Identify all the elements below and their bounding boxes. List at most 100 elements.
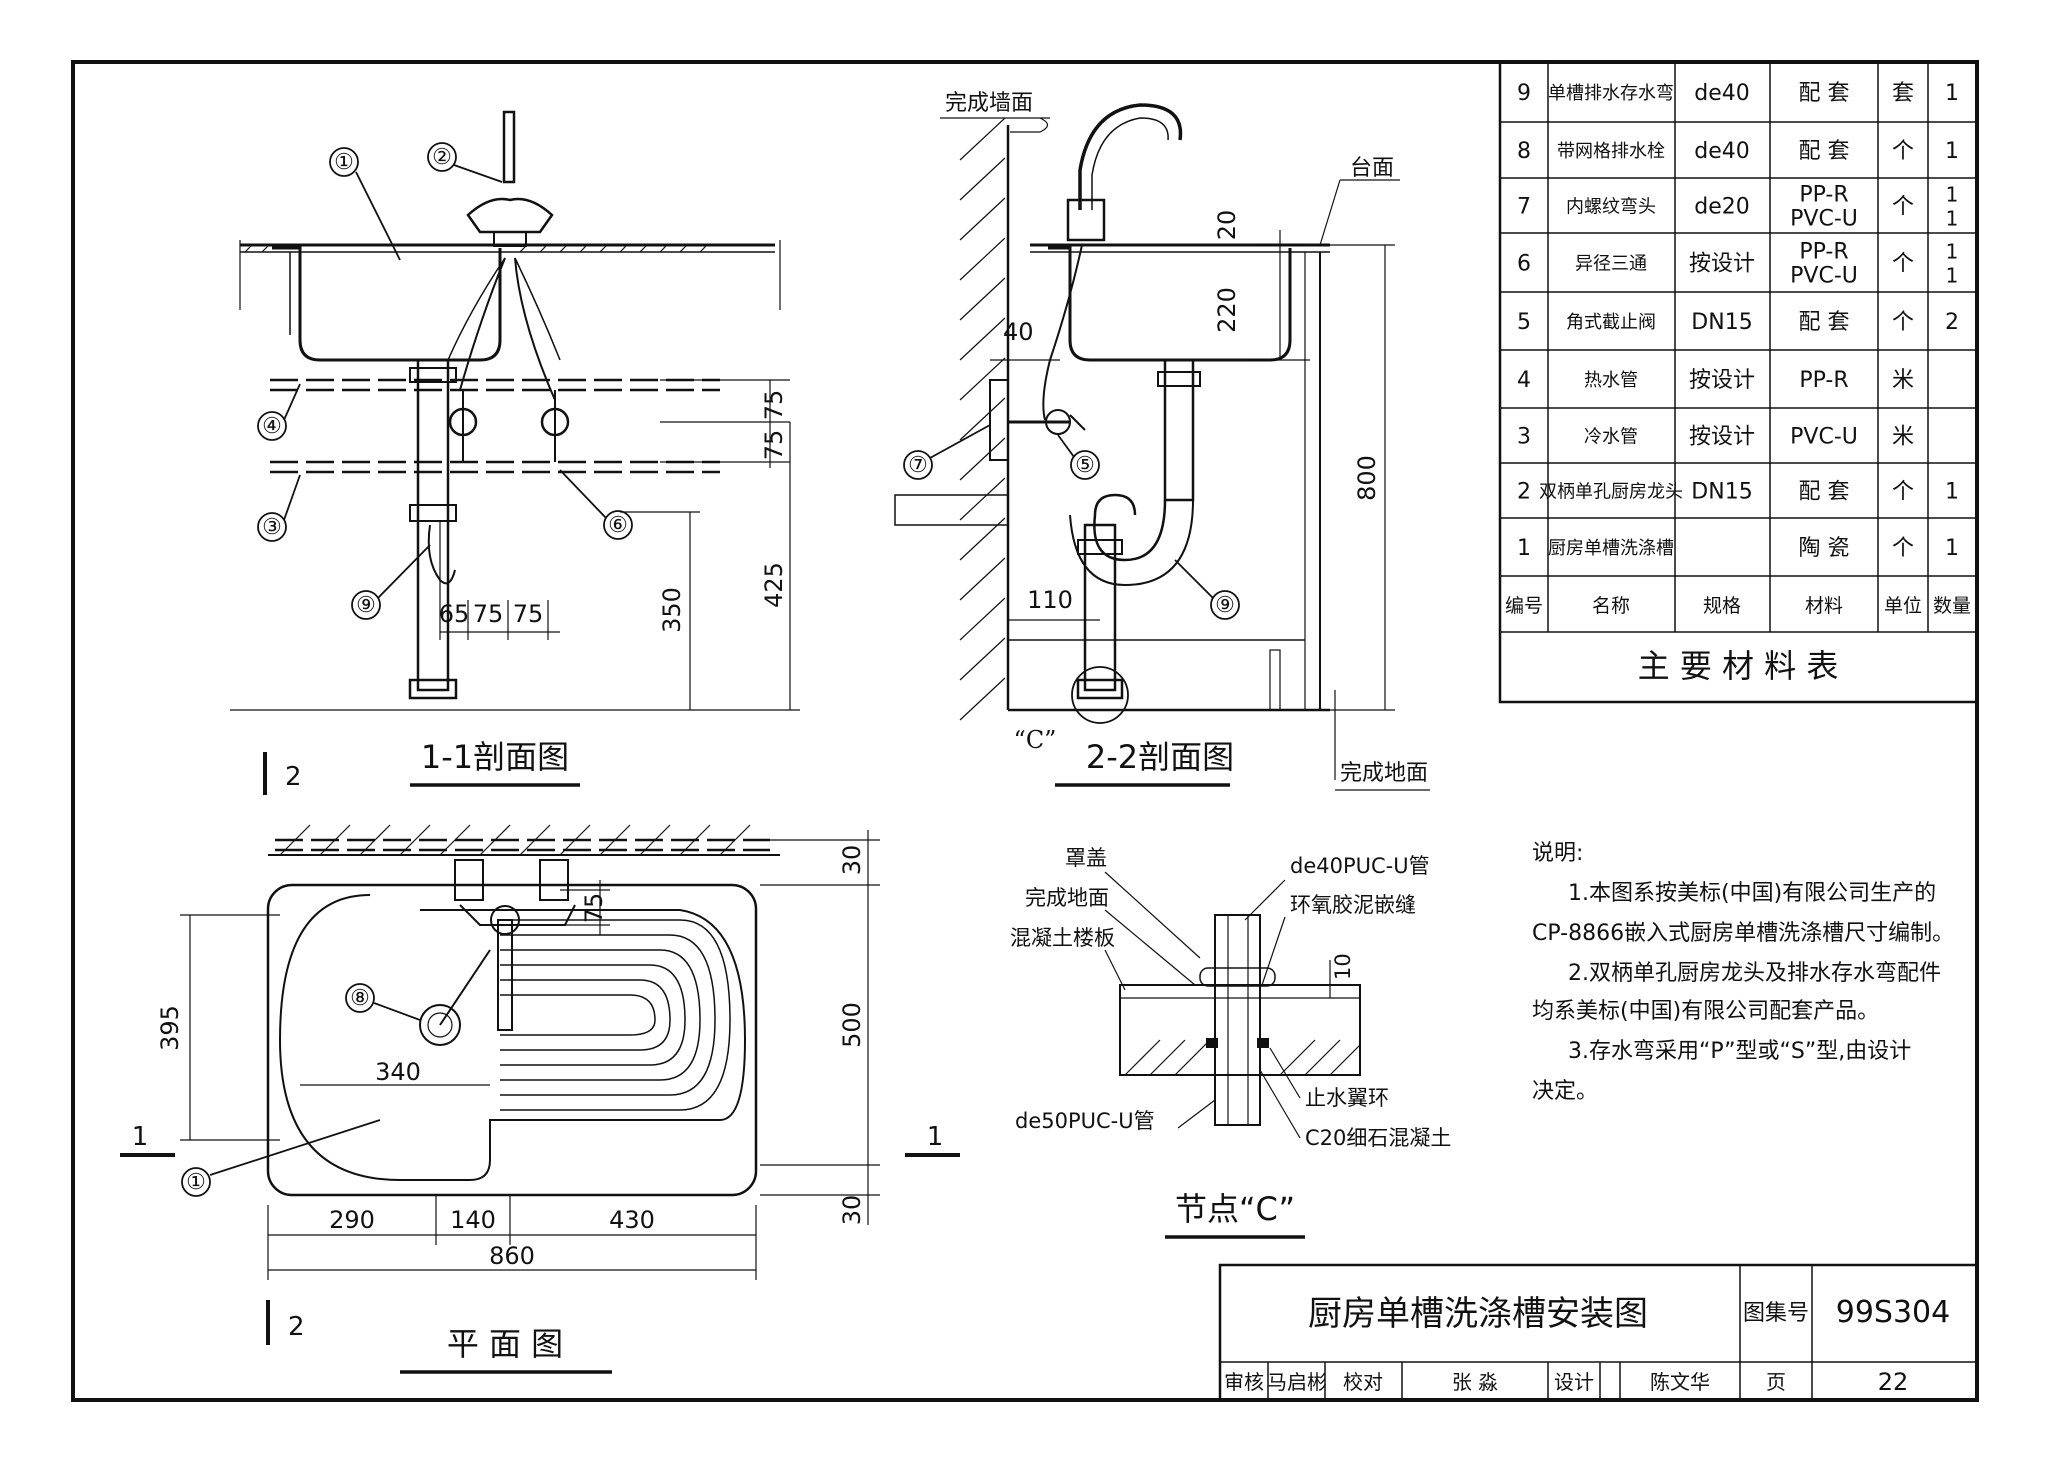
row-unit: 个 <box>1892 480 1914 505</box>
row-name: 异径三通 <box>1575 254 1647 275</box>
callout-8-label: ⑧ <box>350 986 370 1011</box>
row-unit: 个 <box>1892 139 1914 164</box>
row-spec: de40 <box>1694 81 1750 106</box>
row-material: 配 套 <box>1799 139 1850 164</box>
dim-65: 65 <box>439 600 470 628</box>
row-number: 8 <box>1517 139 1531 164</box>
node-c-de50-label: de50PUC-U管 <box>1015 1109 1155 1133</box>
dim-425: 425 <box>760 562 788 608</box>
wall-label: 完成墙面 <box>945 91 1033 116</box>
row-unit: 米 <box>1892 425 1914 450</box>
header-unit: 单位 <box>1884 595 1922 617</box>
plan-dim-430: 430 <box>609 1206 655 1234</box>
callout-5-label: ⑤ <box>1075 453 1095 478</box>
title-block: 厨房单槽洗涤槽安装图 图集号 99S304 审核 马启彬 校对 张 淼 设计 陈… <box>1218 1263 1979 1402</box>
row-qty: 1 <box>1946 183 1959 207</box>
plan-dim-860: 860 <box>489 1242 535 1270</box>
row-material-alt: PVC-U <box>1790 207 1858 232</box>
callout-9b-label: ⑨ <box>1215 593 1235 618</box>
header-name: 名称 <box>1592 595 1630 617</box>
row-qty: 2 <box>1945 310 1959 335</box>
node-c-floor-label: 完成地面 <box>1025 886 1109 910</box>
row-material: 配 套 <box>1799 310 1850 335</box>
header-spec: 规格 <box>1703 595 1741 617</box>
row-qty-alt: 1 <box>1946 207 1959 231</box>
callout-1b-circle <box>181 1167 211 1197</box>
node-c-cover-label: 罩盖 <box>1065 846 1107 870</box>
row-spec: de20 <box>1694 195 1750 220</box>
callout-3-label: ③ <box>262 515 282 540</box>
notes-line-5: 3.存水弯采用“P”型或“S”型,由设计 <box>1568 1039 1911 1064</box>
callout-7-label: ⑦ <box>908 453 928 478</box>
cut-label-2-top: 2 <box>285 762 302 792</box>
row-name: 单槽排水存水弯 <box>1548 83 1674 104</box>
plan-dim-30-top: 30 <box>838 845 866 876</box>
row-name: 热水管 <box>1584 370 1638 391</box>
callout-1-label: ① <box>334 150 354 175</box>
row-spec: 按设计 <box>1689 252 1755 277</box>
row-number: 2 <box>1517 480 1531 505</box>
row-spec: 按设计 <box>1689 368 1755 393</box>
notes-line-1: 1.本图系按美标(中国)有限公司生产的 <box>1568 881 1936 906</box>
callout-4-circle <box>257 411 287 441</box>
plan-dim-75: 75 <box>580 893 608 924</box>
review-label: 审核 <box>1224 1370 1264 1394</box>
row-material: 配 套 <box>1799 480 1850 505</box>
cut-label-1-left: 1 <box>132 1122 149 1152</box>
plan-dim-140: 140 <box>450 1206 496 1234</box>
dim-20: 20 <box>1213 210 1241 241</box>
row-unit: 个 <box>1892 310 1914 335</box>
row-qty: 1 <box>1945 81 1959 106</box>
row-material: 陶 瓷 <box>1799 536 1850 561</box>
design-signature: 陈文华 <box>1650 1370 1710 1394</box>
callout-3-circle <box>257 512 287 542</box>
dim-40: 40 <box>1003 318 1034 346</box>
drawing-title: 厨房单槽洗涤槽安装图 <box>1308 1294 1648 1334</box>
header-qty: 数量 <box>1933 595 1971 617</box>
notes-line-3: 2.双柄单孔厨房龙头及排水存水弯配件 <box>1568 961 1941 986</box>
notes-line-2: CP-8866嵌入式厨房单槽洗涤槽尺寸编制。 <box>1532 921 1954 946</box>
row-number: 1 <box>1517 536 1531 561</box>
page-number: 22 <box>1878 1368 1909 1396</box>
callout-1-circle <box>329 147 359 177</box>
section-1-1-view: ① ② ④ ③ ⑥ ⑨ 75 75 350 425 65 75 75 1-1剖面… <box>230 110 800 787</box>
dim-75-lower: 75 <box>760 430 788 461</box>
plan-dim-395: 395 <box>156 1005 184 1051</box>
counter-label: 台面 <box>1350 156 1394 181</box>
section-1-1-title: 1-1剖面图 <box>421 738 569 776</box>
cut-label-2-bottom: 2 <box>288 1312 305 1342</box>
row-number: 5 <box>1517 310 1531 335</box>
callout-6-label: ⑥ <box>608 513 628 538</box>
row-name: 内螺纹弯头 <box>1566 197 1656 218</box>
header-material: 材料 <box>1805 595 1843 617</box>
review-signature: 马启彬 <box>1267 1370 1327 1394</box>
page-label: 页 <box>1766 1370 1786 1394</box>
callout-5-circle <box>1070 450 1100 480</box>
node-c-de40-label: de40PUC-U管 <box>1290 854 1430 878</box>
plan-dim-340: 340 <box>375 1058 421 1086</box>
notes-heading: 说明: <box>1532 841 1583 866</box>
callout-6-circle <box>603 510 633 540</box>
plan-dim-500: 500 <box>838 1002 866 1048</box>
cut-label-1-right: 1 <box>927 1122 944 1152</box>
row-number: 7 <box>1517 195 1531 220</box>
row-material: PP-R <box>1799 368 1848 393</box>
callout-9-circle <box>351 590 381 620</box>
atlas-label: 图集号 <box>1743 1301 1809 1326</box>
dim-75-b: 75 <box>513 600 544 628</box>
check-label: 校对 <box>1343 1370 1383 1394</box>
callout-4-label: ④ <box>262 414 282 439</box>
section-2-2-title: 2-2剖面图 <box>1086 738 1234 776</box>
node-c-dim-10: 10 <box>1331 953 1355 980</box>
dim-110: 110 <box>1027 586 1073 614</box>
header-no: 编号 <box>1505 595 1543 617</box>
callout-2-circle <box>427 142 457 172</box>
row-spec: DN15 <box>1691 310 1752 335</box>
row-qty: 1 <box>1945 139 1959 164</box>
dim-75-upper: 75 <box>760 390 788 421</box>
dim-220: 220 <box>1213 287 1241 333</box>
row-unit: 套 <box>1892 81 1914 106</box>
